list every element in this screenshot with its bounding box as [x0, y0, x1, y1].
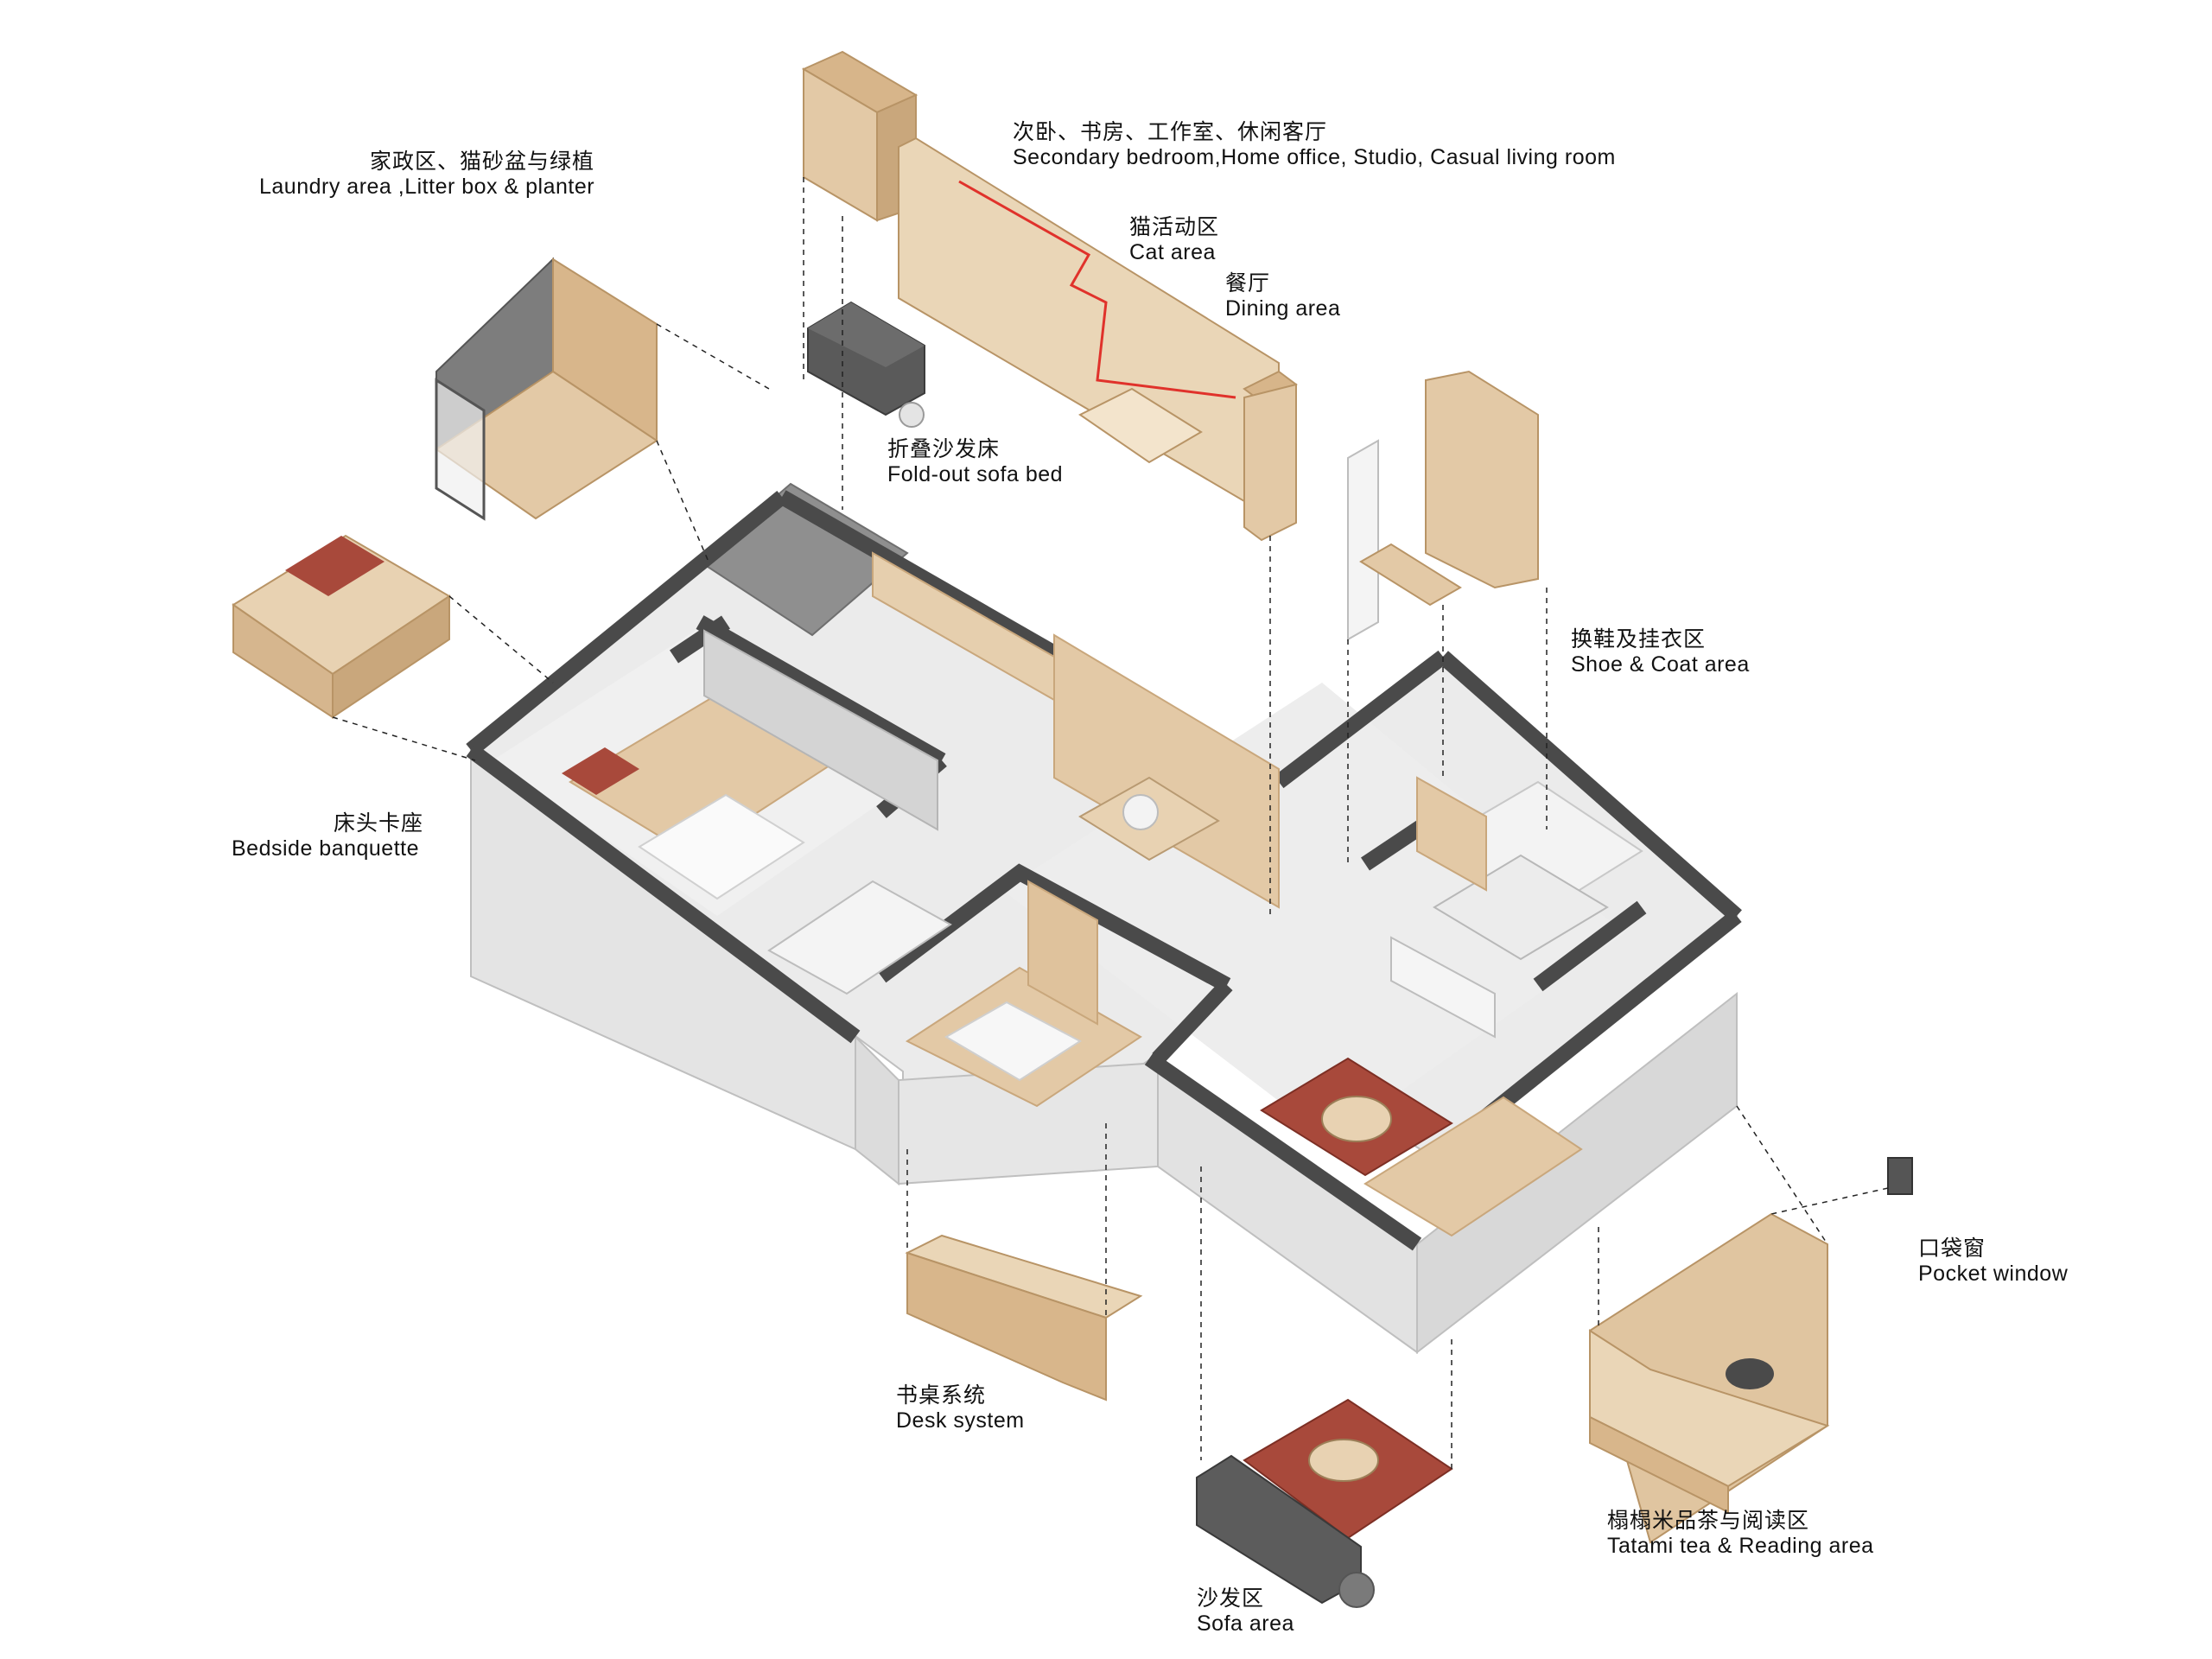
pocket-window-frame	[1887, 1157, 1913, 1195]
cat-path	[958, 180, 1236, 399]
master-rug	[562, 747, 639, 795]
label-secondary: 次卧、书房、工作室、休闲客厅 Secondary bedroom,Home of…	[1013, 119, 1616, 170]
desk-module	[905, 1234, 1143, 1402]
label-dining-zh: 餐厅	[1225, 270, 1271, 296]
label-shoe-en: Shoe & Coat area	[1571, 652, 1750, 677]
label-dining-en: Dining area	[1225, 296, 1341, 321]
laundry-glass	[435, 378, 486, 521]
sofa-area-table	[1308, 1439, 1379, 1482]
label-laundry-zh: 家政区、猫砂盆与绿植	[370, 149, 595, 174]
bedroom2-wardrobe	[1027, 880, 1098, 1026]
label-sofa-bed-en: Fold-out sofa bed	[887, 461, 1064, 486]
label-laundry-en: Laundry area ,Litter box & planter	[259, 174, 595, 199]
master-wardrobe	[703, 629, 938, 831]
tatami-module	[1588, 1157, 1913, 1544]
master-bed-white	[638, 793, 805, 900]
bedside-module	[232, 534, 451, 719]
shoe-wall-left	[1347, 439, 1379, 641]
banquette-side	[332, 594, 450, 719]
label-cat-zh: 猫活动区	[1129, 214, 1220, 239]
label-shoe: 换鞋及挂衣区 Shoe & Coat area	[1571, 626, 1750, 677]
label-tatami-en: Tatami tea & Reading area	[1607, 1533, 1874, 1558]
tv-wall	[1390, 936, 1496, 1039]
shoe-cabinet	[1416, 776, 1487, 892]
label-secondary-zh: 次卧、书房、工作室、休闲客厅	[1013, 119, 1328, 144]
sofa-area-stool	[1338, 1572, 1375, 1608]
label-sofa-zh: 沙发区	[1197, 1586, 1265, 1611]
label-bedside: 床头卡座 Bedside banquette	[232, 810, 423, 861]
sofa-bed-lamp	[899, 402, 925, 428]
dining-table-module	[1078, 387, 1203, 464]
label-sofa-bed: 折叠沙发床 Fold-out sofa bed	[887, 436, 1063, 487]
tatami-tray	[1726, 1358, 1774, 1389]
bedroom2-bed	[944, 1001, 1082, 1082]
label-desk-en: Desk system	[896, 1408, 1025, 1433]
label-sofa: 沙发区 Sofa area	[1197, 1586, 1294, 1637]
label-desk-zh: 书桌系统	[896, 1382, 987, 1408]
label-cat: 猫活动区 Cat area	[1129, 214, 1219, 265]
label-secondary-en: Secondary bedroom,Home office, Studio, C…	[1013, 144, 1616, 169]
sofa-module	[1196, 1398, 1453, 1608]
label-bedside-zh: 床头卡座	[334, 810, 424, 836]
secondary-room-module	[801, 50, 1298, 542]
banquette-rug	[285, 536, 385, 596]
dining-cabinet-module	[1243, 383, 1297, 542]
sofa-bed-module	[807, 301, 925, 428]
laundry-module	[435, 257, 658, 521]
dining-cabinet-wall	[1053, 633, 1280, 909]
leader-lines	[332, 177, 1889, 1469]
main-floorplan	[466, 482, 1742, 1355]
label-dining: 餐厅 Dining area	[1225, 270, 1340, 321]
shoe-bench	[1359, 543, 1462, 607]
bathroom-floor	[767, 880, 952, 995]
label-tatami-zh: 榻榻米品茶与阅读区	[1607, 1508, 1810, 1533]
sofa-bed-seat	[808, 302, 925, 367]
tatami-platform	[1363, 1096, 1583, 1237]
living-table	[1321, 1096, 1392, 1142]
label-pocket-en: Pocket window	[1918, 1261, 2069, 1286]
label-bedside-en: Bedside banquette	[232, 836, 420, 861]
shoe-module	[1347, 370, 1539, 641]
lower-side-wall-d	[855, 1034, 899, 1186]
label-desk: 书桌系统 Desk system	[896, 1382, 1025, 1433]
label-sofa-en: Sofa area	[1197, 1611, 1294, 1636]
label-tatami: 榻榻米品茶与阅读区 Tatami tea & Reading area	[1607, 1508, 1874, 1559]
label-pocket: 口袋窗 Pocket window	[1918, 1236, 2068, 1287]
label-laundry: 家政区、猫砂盆与绿植 Laundry area ,Litter box & pl…	[259, 149, 594, 200]
tatami-floor	[1589, 1329, 1830, 1488]
tatami-front	[1589, 1415, 1729, 1514]
pendant-lamp	[1122, 794, 1159, 830]
study-shelf-wall	[872, 551, 1055, 702]
label-shoe-zh: 换鞋及挂衣区	[1571, 626, 1707, 652]
desk-front	[906, 1251, 1107, 1402]
label-pocket-zh: 口袋窗	[1918, 1236, 1986, 1261]
label-cat-en: Cat area	[1129, 239, 1216, 264]
shoe-cabinet-tall	[1425, 370, 1539, 589]
label-sofa-bed-zh: 折叠沙发床	[887, 436, 1001, 461]
